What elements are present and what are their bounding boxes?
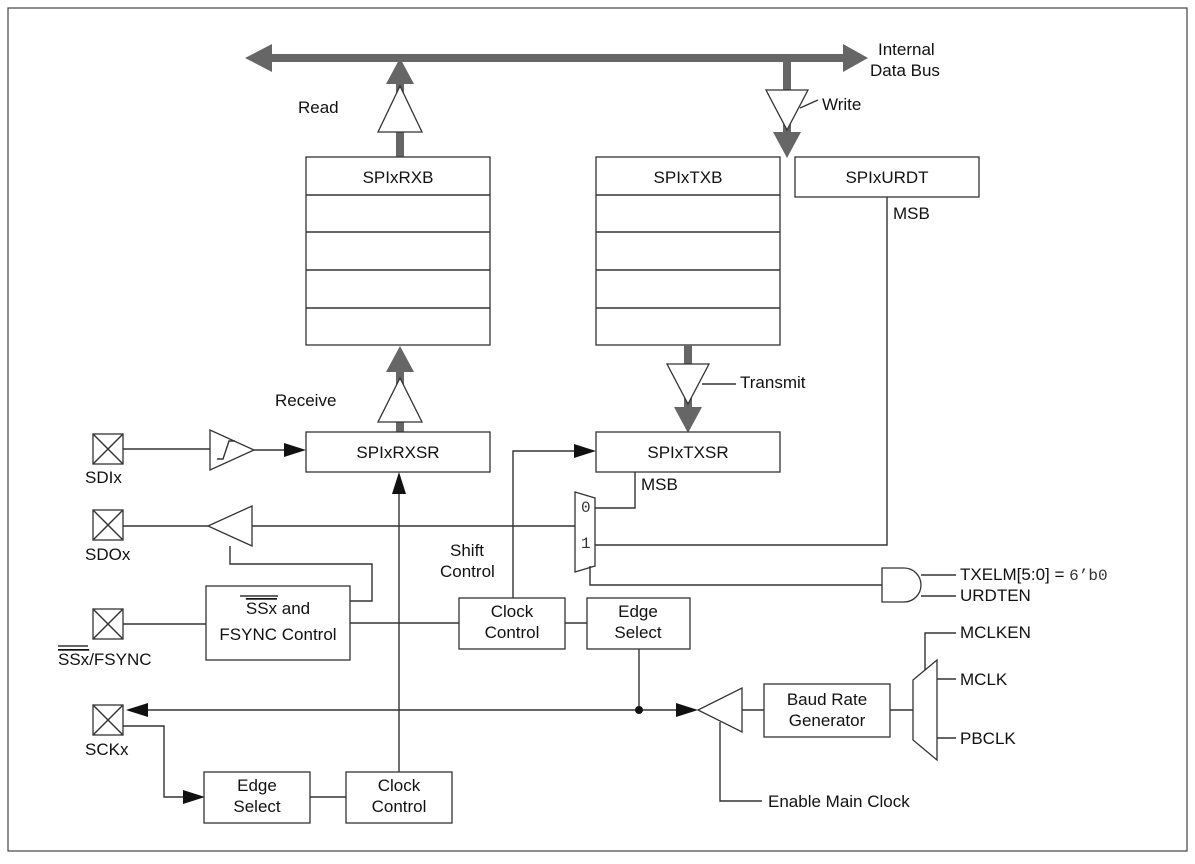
schmitt-trigger-buffer [209, 428, 256, 472]
baud-rate-line2: Generator [789, 711, 866, 730]
transmit-buffer [665, 345, 736, 433]
shift-control-line1: Shift [450, 541, 484, 560]
edge-select-bottom-line2: Select [233, 797, 281, 816]
rxsr-input-arrow [284, 443, 306, 457]
bus-label-line1: Internal [878, 40, 935, 59]
clock-control-bottom-line2: Control [372, 797, 427, 816]
shift-control-line2: Control [440, 562, 495, 581]
ss-pin-icon [92, 608, 124, 640]
edge-select-bottom-line1: Edge [237, 776, 277, 795]
urdt-to-mux-wire [595, 197, 888, 546]
ss-fsync-control-line1: SSx and [246, 599, 310, 618]
clock-source-mux [912, 658, 938, 762]
write-buffer [764, 58, 819, 158]
txsr-shift-arrow [574, 444, 596, 458]
sdi-pin-label: SDIx [85, 468, 122, 487]
urdten-label: URDTEN [960, 586, 1031, 605]
rx-fifo [305, 156, 491, 346]
urdt-msb-label: MSB [893, 204, 930, 223]
receive-label: Receive [275, 391, 336, 410]
sdo-pin-icon [92, 509, 124, 541]
read-buffer [376, 58, 424, 158]
rxb-label: SPIxRXB [363, 168, 434, 187]
txsr-register [595, 431, 781, 473]
txelm-label: TXELM[5:0] = 6’b0 [960, 565, 1108, 585]
txb-label: SPIxTXB [654, 168, 723, 187]
clock-buffer-input-arrow [676, 703, 698, 717]
internal-data-bus [245, 44, 868, 72]
transmit-label: Transmit [740, 373, 806, 392]
sck-to-edge-select-wire [123, 725, 190, 798]
receive-buffer [376, 346, 424, 432]
bus-label-line2: Data Bus [870, 61, 940, 80]
txsr-msb-label: MSB [641, 475, 678, 494]
sck-pin-icon [92, 704, 124, 736]
sdo-mux [574, 491, 596, 573]
clock-control-top-line1: Clock [491, 602, 534, 621]
baud-rate-line1: Baud Rate [787, 690, 867, 709]
ss-fsync-control-block [205, 585, 351, 661]
clock-control-top-line2: Control [485, 623, 540, 642]
txsr-msb-wire [595, 472, 636, 509]
edge-select-top-line2: Select [614, 623, 662, 642]
ss-pin-overbar-text: SSx [58, 650, 90, 669]
sck-pin-label: SCKx [85, 740, 129, 759]
enable-main-clock-label: Enable Main Clock [768, 792, 910, 811]
and-gate [881, 567, 922, 603]
sdo-pin-label: SDOx [85, 545, 131, 564]
baud-rate-generator-block [763, 683, 891, 738]
clock-control-bottom-line1: Clock [378, 776, 421, 795]
edge-select-top-line1: Edge [618, 602, 658, 621]
mclken-label: MCLKEN [960, 623, 1031, 642]
read-label: Read [298, 98, 339, 117]
edge-select-bottom-arrow [183, 790, 205, 804]
rxsr-register [305, 431, 491, 473]
ss-pin-label: SSx/FSYNC [58, 650, 152, 669]
mux-select-wire [589, 566, 882, 586]
sck-pin-arrow [126, 703, 148, 717]
clock-junction-dot [635, 706, 643, 714]
rxsr-label: SPIxRXSR [356, 443, 439, 462]
diagram-border [7, 7, 1188, 852]
ss-fsync-control-line2: FSYNC Control [219, 625, 336, 644]
rxsr-clock-arrow [392, 472, 406, 494]
sdo-output-buffer [206, 504, 253, 548]
enable-main-clock-wire [719, 722, 762, 802]
mux-input-0: 0 [581, 499, 591, 517]
write-label: Write [822, 95, 861, 114]
urdt-register [794, 156, 980, 198]
mclken-wire [924, 632, 956, 670]
ss-to-sdo-enable-wire [229, 546, 373, 602]
mclk-label: MCLK [960, 670, 1008, 689]
txsr-label: SPIxTXSR [647, 443, 728, 462]
sdi-pin-icon [92, 433, 124, 465]
mux-input-1: 1 [581, 535, 591, 553]
urdt-label: SPIxURDT [845, 168, 928, 187]
edge-select-top-block [586, 597, 691, 650]
edge-select-bottom-block [203, 771, 311, 824]
pbclk-label: PBCLK [960, 729, 1016, 748]
shift-control-wire [512, 450, 582, 598]
